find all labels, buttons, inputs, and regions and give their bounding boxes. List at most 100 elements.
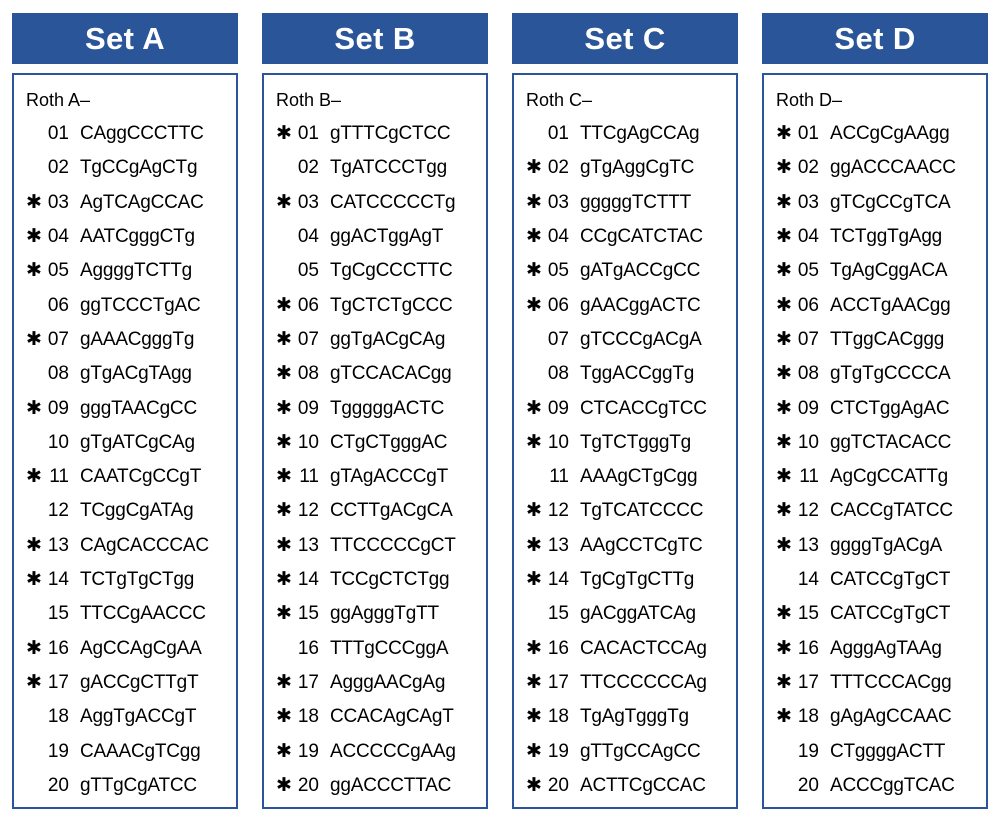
primer-index: 10 [797,431,819,453]
primer-index: 04 [297,225,319,247]
primer-index: 07 [47,328,69,350]
primer-sequence: TCggCgATAg [80,500,194,522]
asterisk-marker-icon: ✱ [276,603,292,625]
primer-index: 01 [797,123,819,144]
set-header-title: Set D [762,13,988,64]
primer-index: 17 [297,672,319,693]
primer-sequence: TgCgTgCTTg [580,569,695,591]
primer-sequence: ggTgACgCAg [330,328,446,350]
asterisk-marker-icon: ✱ [276,123,292,144]
primer-sequence: ggACCCAACC [830,157,956,179]
primer-row: 04 ggACTggAgT [276,226,476,248]
primer-sequence: TgCgCCCTTC [330,260,453,282]
primer-index: 19 [797,740,819,762]
asterisk-marker-icon: ✱ [26,466,42,488]
primer-sequence: CCTTgACgCA [330,500,453,522]
primer-sequence: ggACCCTTAC [330,774,452,796]
primer-index: 02 [797,157,819,179]
primer-index: 18 [797,706,819,728]
primer-sequence: AgTCAgCCAC [80,191,204,213]
asterisk-marker-icon: ✱ [776,191,792,213]
primer-index: 13 [47,534,69,556]
primer-sequence: CTCTggAgAC [830,397,950,419]
primer-index: 12 [47,500,69,522]
primer-index: 17 [547,672,569,693]
asterisk-marker-icon: ✱ [526,225,542,247]
primer-index: 12 [797,500,819,522]
primer-sequence: gTgACgTAgg [80,363,192,385]
asterisk-marker-icon: ✱ [276,569,292,591]
primer-index: 18 [297,706,319,728]
primer-sequence: ggAgggTgTT [330,603,439,625]
asterisk-marker-icon: ✱ [776,123,792,144]
primer-sequence: gTCCACACgg [330,363,452,385]
primer-sequence: gggTAACgCC [80,397,197,419]
primer-index: 19 [297,740,319,762]
primer-sequence: CAAACgTCgg [80,740,201,762]
asterisk-marker-icon: ✱ [776,294,792,316]
primer-sequence: CATCCCCCTg [330,191,456,213]
primer-sequence: ACTTCgCCAC [580,774,706,796]
asterisk-marker-icon: ✱ [776,603,792,625]
primer-index: 06 [797,294,819,316]
primer-sequence: gTgTgCCCCA [830,363,951,385]
primer-sequence: TCTgTgCTgg [80,569,195,591]
primer-index: 15 [547,603,569,625]
primer-sequence: CATCCgTgCT [830,603,951,625]
primer-index: 13 [797,534,819,556]
primer-index: 17 [47,672,69,693]
primer-index: 11 [299,466,319,488]
primer-index: 11 [799,466,819,488]
asterisk-marker-icon: ✱ [526,500,542,522]
primer-index: 16 [297,637,319,659]
primer-index: 03 [797,191,819,213]
asterisk-marker-icon: ✱ [776,500,792,522]
asterisk-marker-icon: ✱ [276,397,292,419]
primer-sequence: gggggTCTTT [580,191,691,213]
primer-sequence: gTTTCgCTCC [330,123,451,144]
primer-sequence: gTCCCgACgA [580,328,702,350]
primer-sequence: CAgCACCCAC [80,534,209,556]
primer-index: 08 [797,363,819,385]
primer-index: 10 [297,431,319,453]
primer-index: 09 [297,397,319,419]
primer-index: 02 [547,157,569,179]
asterisk-marker-icon: ✱ [526,397,542,419]
primer-sequence: TgCTCTgCCC [330,294,453,316]
primer-sequence: ACCgCgAAgg [830,123,950,144]
primer-index: 01 [297,123,319,144]
primer-index: 08 [47,363,69,385]
primer-sequence: ggACTggAgT [330,225,444,247]
primer-index: 20 [47,774,69,796]
primer-sequence: TTggCACggg [830,328,945,350]
primer-index: 03 [47,191,69,213]
